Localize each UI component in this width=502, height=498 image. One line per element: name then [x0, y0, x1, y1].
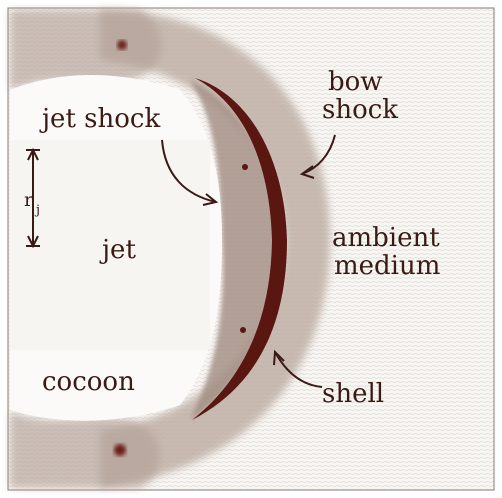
bow-shock-halo	[100, 10, 330, 488]
jet-shock-arrowhead	[202, 193, 219, 206]
shell-arrowhead	[273, 349, 285, 366]
figure-border	[7, 7, 495, 491]
jet-shock-arrow	[161, 139, 217, 203]
shell-label: shell	[322, 379, 384, 409]
jet-label: jet	[99, 235, 136, 265]
radius-symbol: r	[24, 189, 34, 211]
jet-shock-label: jet shock	[39, 104, 160, 134]
radius-subscript: j	[34, 203, 40, 218]
medium-label: medium	[334, 251, 440, 281]
bow-shock-arrowhead	[299, 165, 315, 179]
bow-label: bow	[328, 67, 383, 97]
upper-cocoon-lobe	[10, 10, 162, 90]
cocoon-label: cocoon	[42, 367, 135, 397]
knot-bottom	[114, 444, 126, 456]
lower-cocoon-lobe	[10, 412, 160, 488]
ambient-label: ambient	[332, 223, 440, 253]
jet-beam	[10, 140, 210, 350]
shock-label: shock	[322, 95, 398, 125]
dense-shell	[192, 78, 287, 420]
knot-top	[117, 40, 127, 50]
jet-radius-bar	[26, 147, 40, 249]
shell-arrow	[274, 351, 323, 388]
knot-mid	[242, 164, 248, 170]
knot-low	[240, 327, 246, 333]
